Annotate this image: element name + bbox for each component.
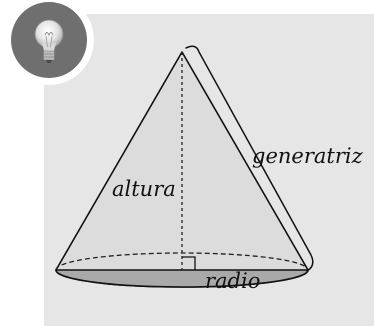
right-angle-marker [182, 256, 196, 270]
slant-height-bracket [185, 45, 314, 272]
light-bulb-icon [34, 19, 64, 63]
light-bulb-badge [4, 0, 94, 85]
cone-base [55, 269, 309, 288]
radius-label: radio [205, 269, 260, 293]
cone-base-back-edge [55, 252, 309, 271]
height-label: altura [112, 177, 176, 201]
slant-height-label: generatriz [252, 144, 364, 168]
